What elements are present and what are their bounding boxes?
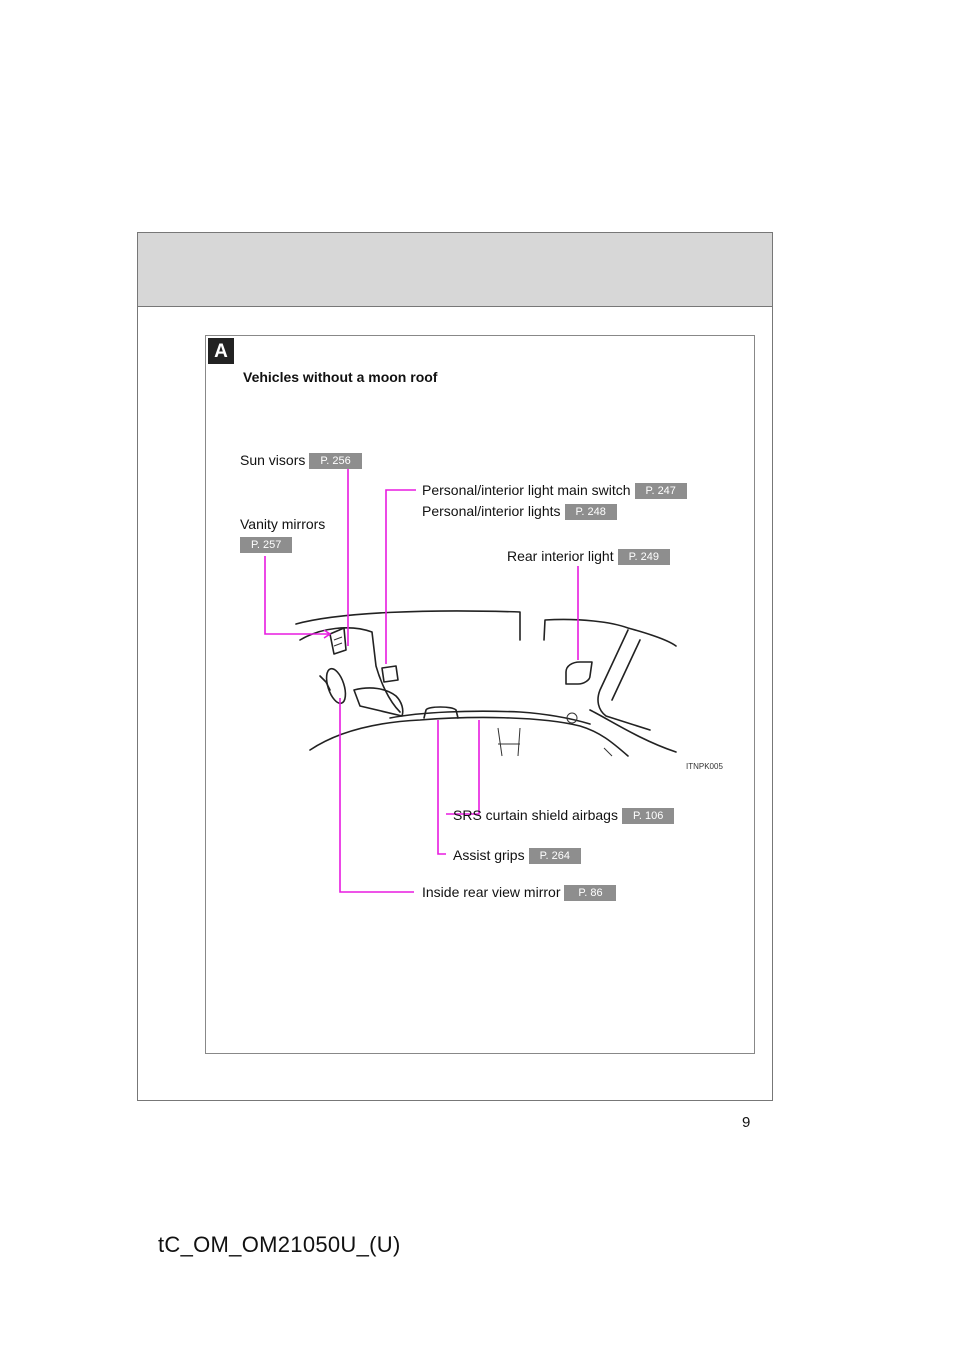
a-pillar xyxy=(299,627,401,713)
section-title: Vehicles without a moon roof xyxy=(243,369,438,385)
c-pillar xyxy=(597,629,651,731)
callout-assist-grips xyxy=(437,720,446,855)
footer-code: tC_OM_OM21050U_(U) xyxy=(158,1232,401,1257)
inside-mirror-icon xyxy=(325,667,347,705)
callout-vanity-mirrors xyxy=(264,556,330,635)
illustration-panel xyxy=(205,335,755,1054)
page-ref-assist-grips[interactable]: P. 264 xyxy=(528,848,581,864)
page-ref-personal-lights[interactable]: P. 248 xyxy=(564,504,617,520)
page-ref-main-switch[interactable]: P. 247 xyxy=(634,483,687,499)
page-number: 9 xyxy=(742,1114,751,1131)
speaker-icon xyxy=(566,712,578,724)
windshield-edge xyxy=(295,610,521,641)
page-ref-srs[interactable]: P. 106 xyxy=(621,808,675,824)
sun-visor-icon xyxy=(329,627,347,655)
page-ref-sun-visors[interactable]: P. 256 xyxy=(309,453,362,469)
callout-srs xyxy=(446,720,480,815)
page-ref-vanity-mirrors[interactable]: P. 257 xyxy=(240,537,293,553)
personal-light-icon xyxy=(381,665,399,683)
header-band xyxy=(138,233,772,307)
label-vanity-mirrors: Vanity mirrors xyxy=(240,516,326,532)
page-ref-rear-light[interactable]: P. 249 xyxy=(617,549,670,565)
rear-window-edge xyxy=(543,618,677,647)
callout-inside-mirror xyxy=(339,698,414,893)
rear-light-icon xyxy=(565,661,593,685)
page-ref-inside-mirror[interactable]: P. 86 xyxy=(564,885,617,901)
assist-grip-icon xyxy=(423,706,459,719)
illustration-code: ITNPK005 xyxy=(686,762,723,771)
headliner xyxy=(309,716,629,757)
callout-personal-lights xyxy=(385,489,416,664)
section-badge: A xyxy=(208,338,234,364)
rear-seat xyxy=(497,727,521,757)
page-frame xyxy=(137,232,773,1101)
